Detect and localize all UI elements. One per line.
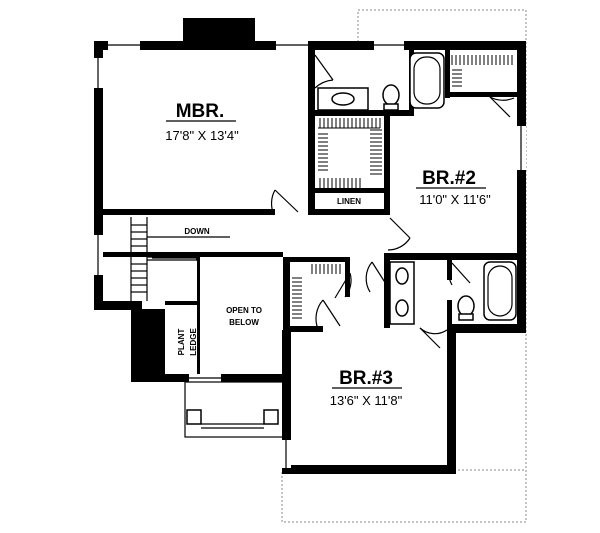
stairs (130, 217, 230, 301)
open-to-label: OPEN TO (226, 306, 262, 315)
plant-label: PLANT (177, 329, 186, 356)
roof-outline-top (357, 9, 527, 43)
ledge-label: LEDGE (189, 328, 198, 356)
mbr-dimensions: 17'8" X 13'4" (165, 128, 239, 143)
br2-dimensions: 11'0" X 11'6" (419, 192, 491, 207)
mbr-label: MBR. 17'8" X 13'4" (165, 101, 239, 143)
bath-fixtures (317, 52, 517, 325)
linen-label: LINEN (337, 197, 361, 206)
porch (184, 381, 286, 438)
br3-dimensions: 13'6" X 11'8" (330, 393, 403, 408)
below-label: BELOW (229, 318, 259, 327)
doors (270, 54, 515, 349)
closet-hatching (292, 55, 513, 319)
br2-name: BR.#2 (422, 168, 476, 189)
br3-name: BR.#3 (339, 368, 393, 389)
roof-outline-bottom (281, 469, 527, 523)
br2-label: BR.#2 11'0" X 11'6" (416, 168, 491, 207)
down-label: DOWN (184, 227, 210, 236)
mbr-name: MBR. (176, 101, 225, 122)
windows (94, 41, 526, 468)
br3-label: BR.#3 13'6" X 11'8" (330, 368, 403, 408)
chimney (183, 18, 255, 44)
